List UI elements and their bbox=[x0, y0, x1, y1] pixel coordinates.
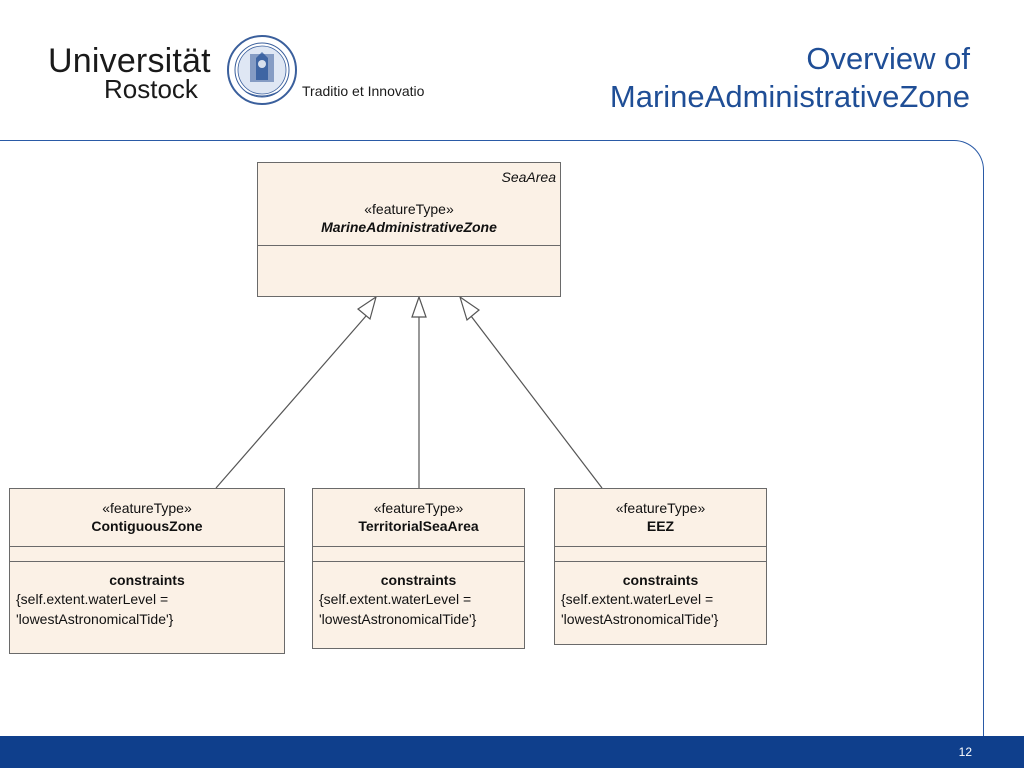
constraints-title: constraints bbox=[380, 572, 457, 588]
constraint-line: 'lowestAstronomicalTide'} bbox=[319, 611, 477, 627]
class-divider bbox=[10, 561, 284, 562]
university-logo: Universität Rostock Traditio et Innovati… bbox=[48, 34, 428, 114]
class-divider bbox=[313, 546, 524, 547]
constraint-line: {self.extent.waterLevel = bbox=[561, 591, 714, 607]
constraint-line: {self.extent.waterLevel = bbox=[319, 591, 472, 607]
content-frame bbox=[0, 140, 984, 740]
footer-bar: 12 bbox=[0, 736, 1024, 768]
slide-title-line2: MarineAdministrativeZone bbox=[609, 79, 970, 114]
page-number: 12 bbox=[958, 745, 972, 759]
university-name: Universität bbox=[48, 42, 211, 80]
stereotype-label: «featureType» bbox=[615, 500, 706, 516]
stereotype-label: «featureType» bbox=[102, 500, 192, 516]
class-divider bbox=[313, 561, 524, 562]
uml-class-territorial-sea-area: «featureType» TerritorialSeaArea constra… bbox=[312, 488, 525, 649]
class-divider bbox=[555, 546, 766, 547]
class-divider bbox=[258, 245, 560, 246]
constraints-title: constraints bbox=[622, 572, 699, 588]
uml-class-contiguous-zone: «featureType» ContiguousZone constraints… bbox=[9, 488, 285, 654]
constraint-line: 'lowestAstronomicalTide'} bbox=[16, 611, 174, 627]
constraints-title: constraints bbox=[109, 572, 185, 588]
stereotype-label: «featureType» bbox=[373, 500, 464, 516]
constraint-line: {self.extent.waterLevel = bbox=[16, 591, 169, 607]
university-motto: Traditio et Innovatio bbox=[302, 83, 425, 99]
class-name: ContiguousZone bbox=[91, 518, 203, 534]
stereotype-label: «featureType» bbox=[364, 201, 454, 217]
uml-class-eez: «featureType» EEZ constraints {self.exte… bbox=[554, 488, 767, 645]
university-seal-icon bbox=[227, 35, 297, 105]
uml-class-marine-administrative-zone: SeaArea «featureType» MarineAdministrati… bbox=[257, 162, 561, 297]
package-label: SeaArea bbox=[501, 169, 556, 185]
class-name: MarineAdministrativeZone bbox=[321, 219, 497, 235]
constraint-line: 'lowestAstronomicalTide'} bbox=[561, 611, 719, 627]
class-name: EEZ bbox=[646, 518, 675, 534]
class-divider bbox=[10, 546, 284, 547]
university-city: Rostock bbox=[104, 74, 198, 104]
slide-title-line1: Overview of bbox=[806, 41, 970, 76]
class-divider bbox=[555, 561, 766, 562]
slide-title: Overview of MarineAdministrativeZone bbox=[410, 40, 970, 116]
class-name: TerritorialSeaArea bbox=[358, 518, 479, 534]
